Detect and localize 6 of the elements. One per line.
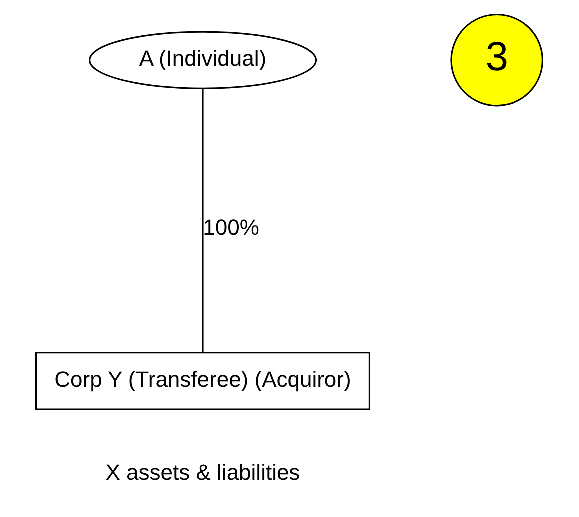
node-box: Corp Y (Transferee) (Acquiror) xyxy=(36,352,370,410)
connector xyxy=(202,88,204,353)
edge-label: 100% xyxy=(203,215,260,240)
node-label: X assets & liabilities xyxy=(106,460,300,485)
node-ellipse: A (Individual) xyxy=(88,31,318,90)
node-circle: 3 xyxy=(450,14,544,107)
